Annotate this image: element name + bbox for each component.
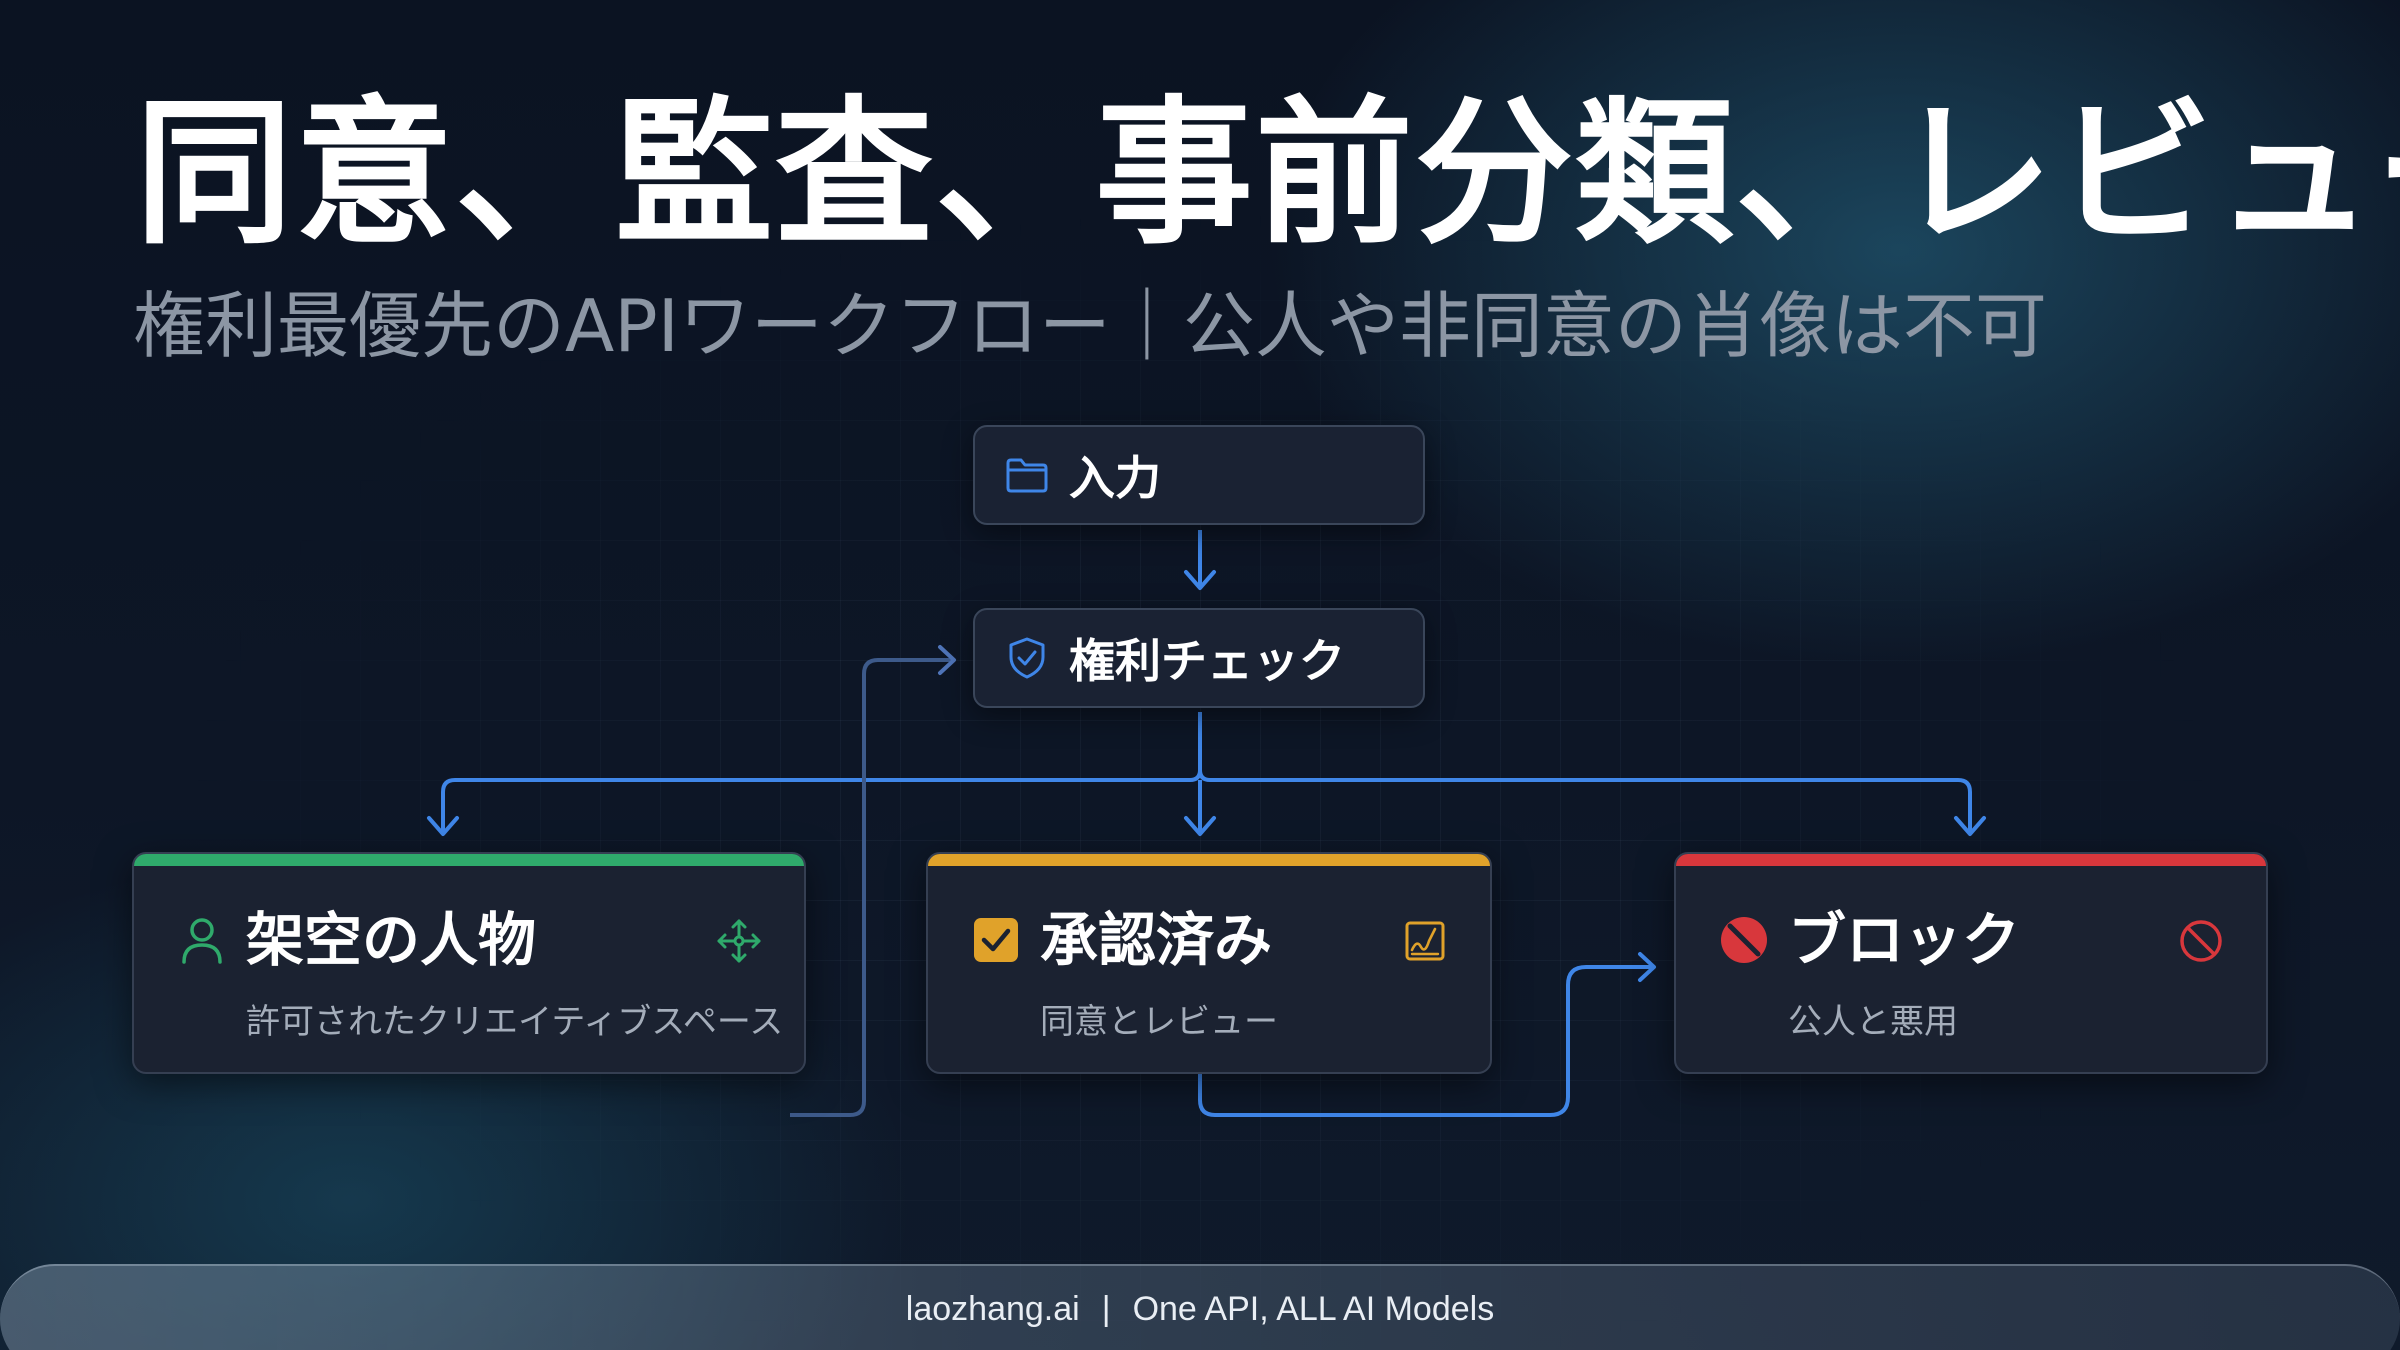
- card-approved-subtitle: 同意とレビュー: [1040, 1002, 1278, 1042]
- card-blocked-title: ブロック: [1788, 906, 2021, 974]
- checkbox-icon: [970, 914, 1022, 966]
- node-input-label: 入力: [1069, 451, 1161, 505]
- footer-separator: |: [1101, 1290, 1111, 1328]
- move-arrows-icon: [714, 916, 764, 966]
- slide-subtitle: 権利最優先のAPIワークフロー｜公人や非同意の肖像は不可: [133, 284, 2047, 368]
- card-blocked-subtitle: 公人と悪用: [1788, 1002, 1958, 1042]
- card-fictional-accent-bar: [134, 854, 804, 866]
- connector-check-down: [1198, 712, 1211, 782]
- prohibited-outline-icon: [2176, 916, 2226, 966]
- prohibited-icon: [1718, 914, 1770, 966]
- folder-icon: [1005, 453, 1049, 497]
- card-blocked-accent-bar: [1676, 854, 2266, 866]
- connector-loop-back: [790, 658, 952, 1117]
- footer-text: laozhang.ai | One API, ALL AI Models: [0, 1290, 2400, 1329]
- card-approved: 承認済み 同意とレビュー: [926, 852, 1492, 1074]
- node-input: 入力: [973, 425, 1425, 525]
- person-icon: [176, 914, 228, 966]
- slide-title: 同意、監査、事前分類、レビュー: [135, 82, 2400, 266]
- card-approved-accent-bar: [928, 854, 1490, 866]
- footer-brand: laozhang.ai: [905, 1290, 1080, 1328]
- node-rights-check-label: 権利チェック: [1069, 634, 1345, 688]
- signed-document-icon: [1400, 916, 1450, 966]
- node-rights-check: 権利チェック: [973, 608, 1425, 708]
- connector-approved-to-blocked: [1198, 965, 1652, 1117]
- card-blocked: ブロック 公人と悪用: [1674, 852, 2268, 1074]
- card-fictional-title: 架空の人物: [246, 906, 537, 974]
- connector-branch-right: [1210, 778, 1972, 832]
- shield-check-icon: [1005, 636, 1049, 680]
- connector-branch-left: [441, 769, 1202, 832]
- card-approved-title: 承認済み: [1040, 906, 1273, 974]
- card-fictional-subtitle: 許可されたクリエイティブスペース: [246, 1002, 784, 1042]
- footer-tagline: One API, ALL AI Models: [1132, 1290, 1495, 1328]
- footer-bar: [0, 1264, 2400, 1350]
- card-fictional: 架空の人物 許可されたクリエイティブスペース: [132, 852, 806, 1074]
